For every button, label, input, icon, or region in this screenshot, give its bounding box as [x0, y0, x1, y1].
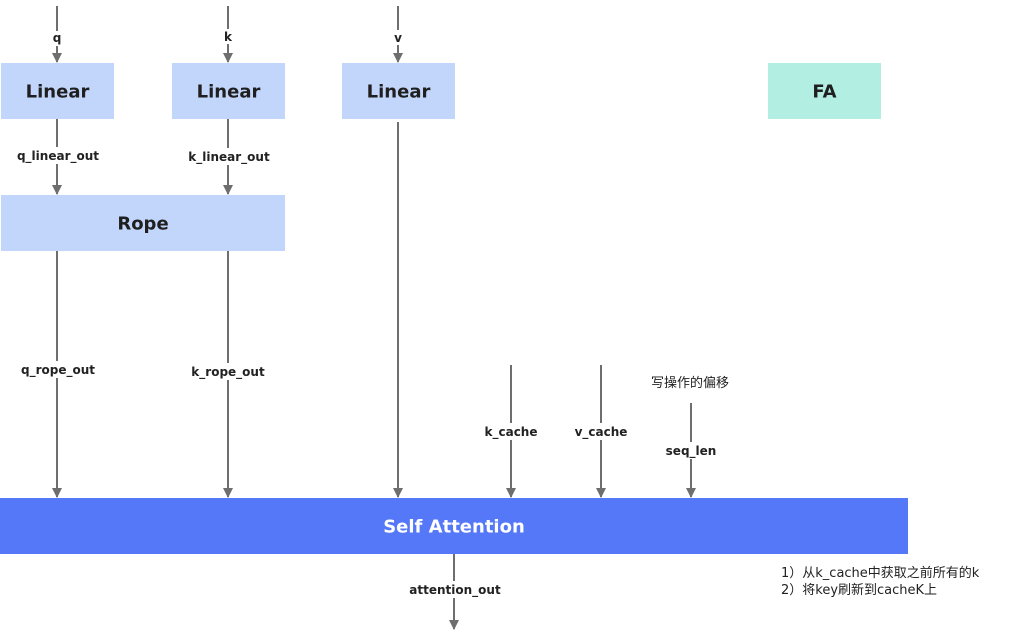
label-v-text: v [394, 31, 402, 45]
node-linear-v: Linear [342, 63, 455, 119]
label-q-linear-out: q_linear_out [16, 147, 100, 164]
label-k-cache-text: k_cache [485, 425, 538, 440]
label-k-linear-out-text: k_linear_out [188, 150, 270, 165]
label-k-rope-out-text: k_rope_out [191, 365, 265, 380]
label-v-cache-text: v_cache [575, 425, 628, 440]
node-self-attention-label: Self Attention [383, 517, 525, 538]
label-k-linear-out: k_linear_out [187, 148, 271, 165]
node-linear-q-label: Linear [26, 82, 90, 103]
annotation-note-line1: 1）从k_cache中获取之前所有的k [781, 565, 980, 581]
annotation-note-line2: 2）将key刷新到cacheK上 [781, 582, 937, 598]
label-k-cache: k_cache [484, 423, 538, 440]
node-linear-q: Linear [1, 63, 114, 119]
node-linear-k-label: Linear [197, 82, 261, 103]
label-q-rope-out-text: q_rope_out [21, 363, 95, 378]
node-rope: Rope [1, 195, 285, 251]
label-q: q [50, 31, 64, 46]
node-self-attention: Self Attention [0, 498, 908, 554]
label-q-text: q [53, 31, 62, 45]
label-q-linear-out-text: q_linear_out [17, 149, 99, 164]
annotation-seq-len-note: 写操作的偏移 [651, 375, 729, 391]
label-q-rope-out: q_rope_out [20, 361, 96, 378]
label-attention-out: attention_out [409, 581, 501, 598]
label-seq-len-text: seq_len [666, 444, 717, 459]
label-seq-len: seq_len [665, 442, 717, 459]
label-k: k [221, 29, 235, 44]
node-linear-v-label: Linear [367, 82, 431, 103]
node-linear-k: Linear [172, 63, 285, 119]
node-rope-label: Rope [117, 214, 168, 235]
node-fa: FA [768, 63, 881, 119]
label-v-cache: v_cache [574, 423, 628, 440]
label-k-text: k [224, 30, 233, 44]
node-fa-label: FA [812, 82, 836, 103]
label-attention-out-text: attention_out [409, 583, 501, 598]
label-v: v [391, 30, 405, 45]
label-k-rope-out: k_rope_out [190, 363, 266, 380]
